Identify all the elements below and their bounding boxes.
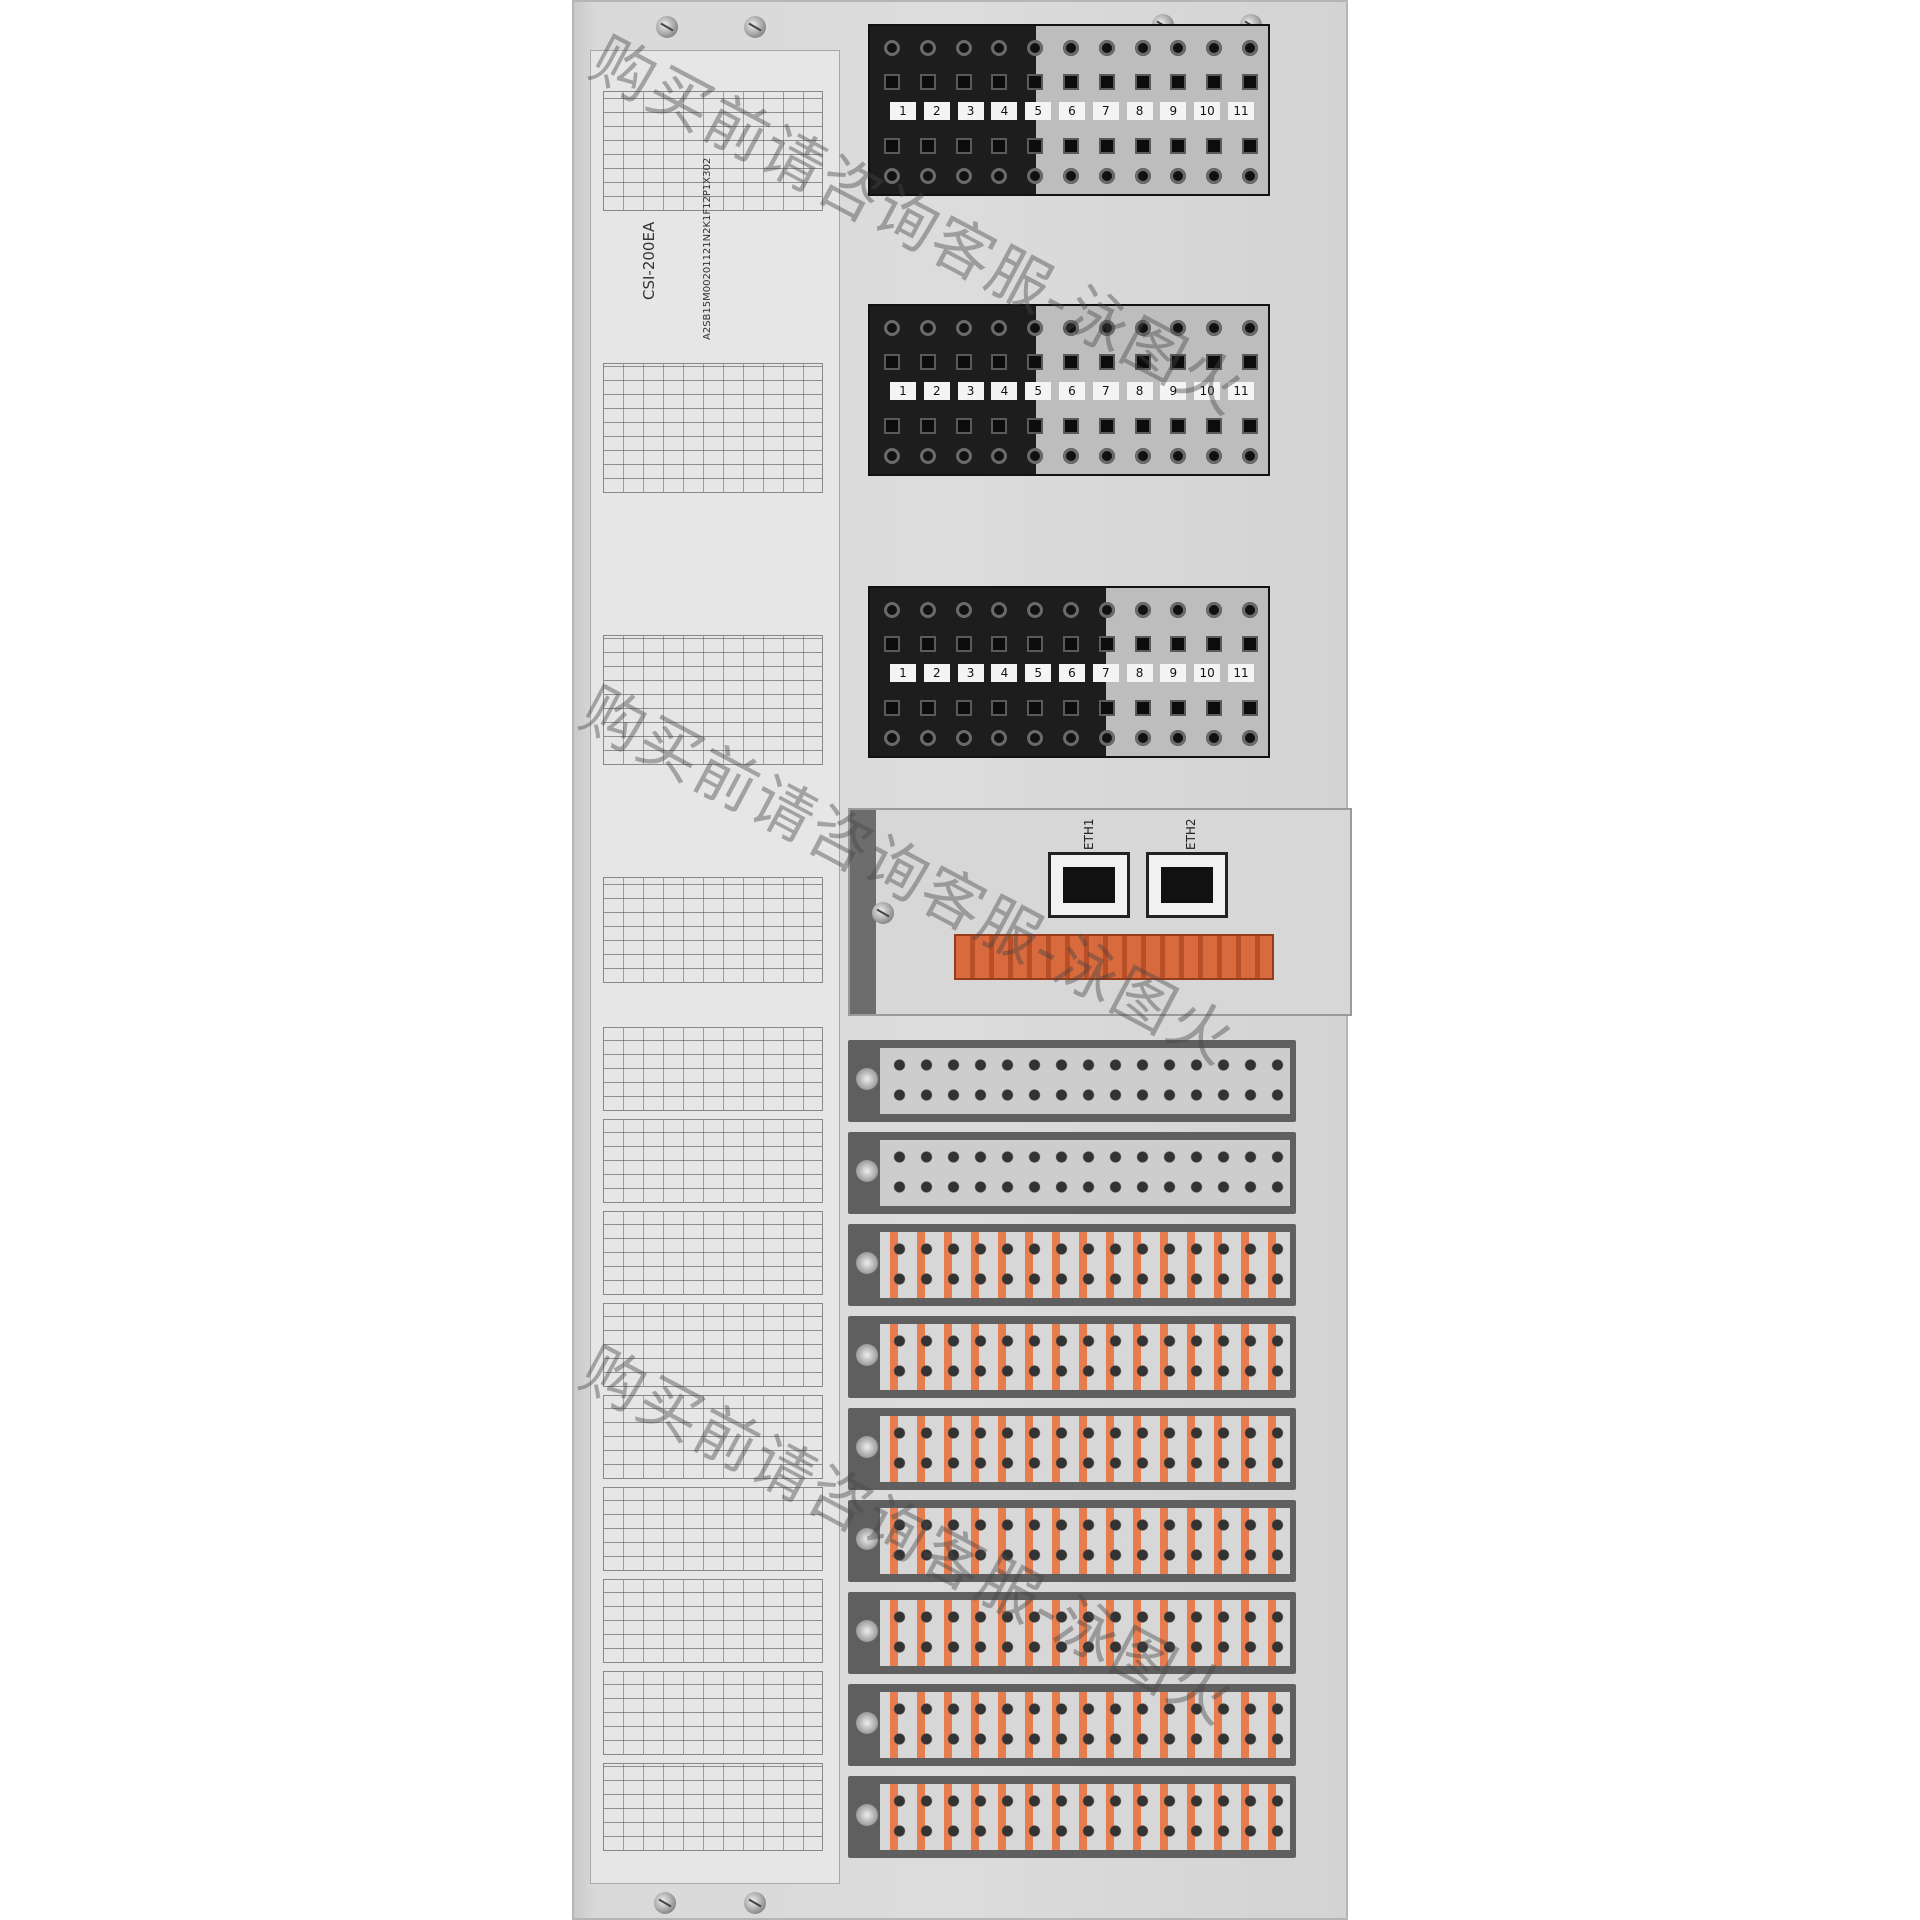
strip-screw xyxy=(856,1620,878,1642)
terminal-number: 10 xyxy=(1194,102,1221,120)
wiring-table-ac-2 xyxy=(603,363,823,493)
terminal-number: 7 xyxy=(1092,382,1119,400)
strip-screw xyxy=(856,1252,878,1274)
plugin-terminal-strip-9[interactable] xyxy=(848,1776,1296,1858)
strip-screw xyxy=(856,1804,878,1826)
strip-screw xyxy=(856,1436,878,1458)
terminal-number: 5 xyxy=(1025,382,1052,400)
wiring-table-binary-output-2 xyxy=(603,1487,823,1571)
wiring-table-binary-input-3 xyxy=(603,1211,823,1295)
wiring-table-dc xyxy=(603,1671,823,1755)
terminal-number: 2 xyxy=(923,102,950,120)
panel-screw-bottom-1 xyxy=(654,1892,676,1914)
terminal-number: 8 xyxy=(1126,382,1153,400)
strip-screw xyxy=(856,1344,878,1366)
terminal-number: 4 xyxy=(991,102,1018,120)
terminal-block-2: 1 2 3 4 5 6 7 8 9 10 11 xyxy=(868,304,1270,476)
plugin-terminal-strip-4[interactable] xyxy=(848,1316,1296,1398)
terminal-number: 11 xyxy=(1227,382,1254,400)
device-model-label: CSI-200EA xyxy=(640,221,658,300)
terminal-number: 10 xyxy=(1194,382,1221,400)
strip-screw xyxy=(856,1160,878,1182)
terminal-number: 6 xyxy=(1058,102,1085,120)
terminal-number: 7 xyxy=(1092,664,1119,682)
panel-screw-top-1 xyxy=(656,16,678,38)
wiring-table-binary-input-4 xyxy=(603,1303,823,1387)
terminal-number: 6 xyxy=(1058,664,1085,682)
panel-screw-bottom-2 xyxy=(744,1892,766,1914)
strip-screw xyxy=(856,1068,878,1090)
plugin-terminal-strip-6[interactable] xyxy=(848,1500,1296,1582)
wiring-label-plate xyxy=(590,50,840,1884)
terminal-number: 9 xyxy=(1160,664,1187,682)
eth2-port[interactable] xyxy=(1146,852,1228,918)
terminal-block-3: 1 2 3 4 5 6 7 8 9 10 11 xyxy=(868,586,1270,758)
panel-screw-top-2 xyxy=(744,16,766,38)
terminal-number: 6 xyxy=(1058,382,1085,400)
plugin-terminal-strip-1[interactable] xyxy=(848,1040,1296,1122)
plugin-terminal-strip-8[interactable] xyxy=(848,1684,1296,1766)
wiring-table-ac-1 xyxy=(603,91,823,211)
plugin-terminal-strip-3[interactable] xyxy=(848,1224,1296,1306)
eth1-label: ETH1 xyxy=(1082,818,1096,850)
eth2-label: ETH2 xyxy=(1184,818,1198,850)
strip-screw xyxy=(856,1712,878,1734)
terminal-number: 10 xyxy=(1194,664,1221,682)
terminal-number: 1 xyxy=(890,102,916,120)
communication-module: ETH1 ETH2 xyxy=(848,808,1352,1016)
wiring-table-power xyxy=(603,1763,823,1851)
terminal-block-1: 1 2 3 4 5 6 7 8 9 10 11 xyxy=(868,24,1270,196)
terminal-number: 1 xyxy=(890,664,916,682)
wiring-table-binary-input-2 xyxy=(603,1119,823,1203)
plugin-terminal-strip-7[interactable] xyxy=(848,1592,1296,1674)
terminal-number: 2 xyxy=(923,664,950,682)
wiring-table-binary-output-3 xyxy=(603,1579,823,1663)
wiring-table-management xyxy=(603,877,823,983)
terminal-number: 3 xyxy=(957,382,984,400)
terminal-number: 1 xyxy=(890,382,916,400)
terminal-number: 3 xyxy=(957,102,984,120)
terminal-number: 5 xyxy=(1025,664,1052,682)
module-screw xyxy=(872,902,894,924)
terminal-number: 7 xyxy=(1092,102,1119,120)
terminal-number: 8 xyxy=(1126,664,1153,682)
terminal-number: 3 xyxy=(957,664,984,682)
orange-terminal-connector[interactable] xyxy=(954,934,1274,980)
strip-screw xyxy=(856,1528,878,1550)
eth1-port[interactable] xyxy=(1048,852,1130,918)
wiring-table-binary-input-1 xyxy=(603,1027,823,1111)
device-part-number: A2SB15M00201121N2K1F12P1X302 xyxy=(702,157,713,340)
terminal-number: 2 xyxy=(923,382,950,400)
terminal-number: 4 xyxy=(991,382,1018,400)
terminal-number: 11 xyxy=(1227,664,1254,682)
wiring-table-ac-3 xyxy=(603,635,823,765)
plugin-terminal-strip-5[interactable] xyxy=(848,1408,1296,1490)
terminal-number: 4 xyxy=(991,664,1018,682)
terminal-number: 9 xyxy=(1160,102,1187,120)
terminal-number: 11 xyxy=(1227,102,1254,120)
terminal-number: 9 xyxy=(1160,382,1187,400)
terminal-number: 8 xyxy=(1126,102,1153,120)
wiring-table-binary-output-1 xyxy=(603,1395,823,1479)
terminal-number: 5 xyxy=(1025,102,1052,120)
plugin-terminal-strip-2[interactable] xyxy=(848,1132,1296,1214)
